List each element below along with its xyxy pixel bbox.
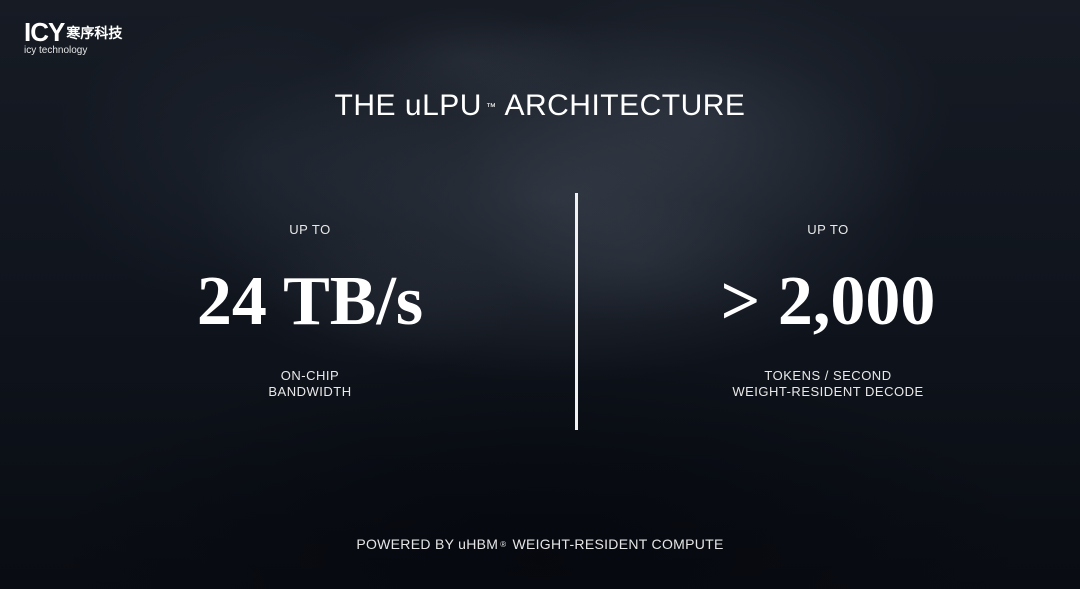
title-suffix: ARCHITECTURE xyxy=(504,89,746,122)
metric-value: > 2,000 xyxy=(720,263,936,340)
caption-line: TOKENS / SECOND xyxy=(764,368,892,383)
metric-kicker: UP TO xyxy=(289,222,331,237)
metric-value: 24 TB/s xyxy=(196,263,424,340)
footer-suffix: WEIGHT-RESIDENT COMPUTE xyxy=(512,536,724,552)
vertical-divider xyxy=(575,193,578,430)
logo-english-name: icy technology xyxy=(24,45,88,56)
registered-symbol: ® xyxy=(500,540,507,549)
logo-mark: ICY xyxy=(24,17,65,47)
metric-caption: ON-CHIP BANDWIDTH xyxy=(160,368,460,400)
logo-row: ICY 寒序科技 xyxy=(24,17,144,47)
logo-chinese-name: 寒序科技 xyxy=(66,26,123,42)
footer-prefix: POWERED BY uHBM xyxy=(356,536,499,552)
metric-kicker: UP TO xyxy=(807,222,849,237)
title-prefix: THE uLPU xyxy=(334,89,482,122)
caption-line: WEIGHT-RESIDENT DECODE xyxy=(732,384,924,399)
slide-footer: POWERED BY uHBM® WEIGHT-RESIDENT COMPUTE xyxy=(0,535,1080,553)
company-logo: ICY 寒序科技 icy technology xyxy=(24,18,144,57)
caption-line: BANDWIDTH xyxy=(268,384,352,399)
caption-line: ON-CHIP xyxy=(280,368,340,383)
trademark-symbol: ™ xyxy=(485,102,497,113)
metric-caption: TOKENS / SECOND WEIGHT-RESIDENT DECODE xyxy=(668,368,988,400)
